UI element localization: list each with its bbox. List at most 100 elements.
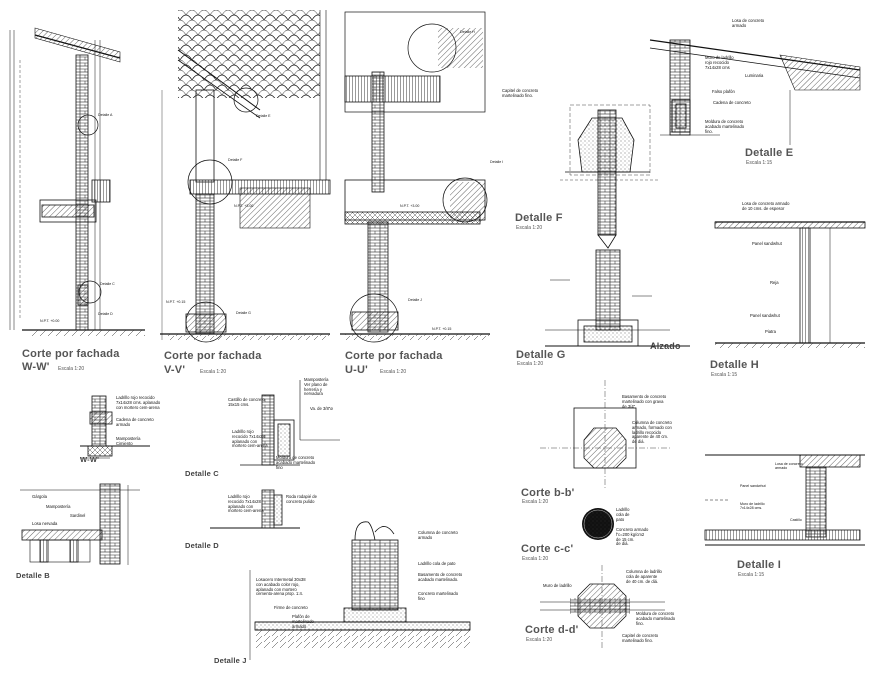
- detalle-a-drawing: [80, 395, 150, 459]
- title-detalle-b: Detalle B: [16, 571, 50, 580]
- label-alzado: Alzado: [650, 341, 681, 351]
- title-corte-ww: Corte por fachada: [22, 348, 120, 360]
- note-a2: Cadena de concreto armado: [116, 417, 154, 427]
- note-b4: Losa nervada: [32, 521, 58, 526]
- detalle-j-drawing: [249, 521, 471, 660]
- note-w1: Detalle A: [98, 113, 113, 117]
- corte-dd-drawing: [540, 565, 665, 650]
- note-i4: Castillo: [790, 518, 802, 522]
- note-v1: Detalle E: [256, 114, 271, 118]
- scale-detalle-h: Escala 1:15: [711, 372, 738, 378]
- scale-detalle-i: Escala 1:15: [738, 572, 765, 578]
- note-v2: Detalle F: [228, 158, 243, 162]
- note-h2: Panel sandwhut: [752, 241, 782, 246]
- note-bb2: Columna de concreto armado, formado con …: [632, 420, 672, 445]
- note-i2: Panel sandwhut: [740, 484, 766, 488]
- note-c3: Mampostería Ver plano de herrería y nerv…: [304, 377, 329, 397]
- note-j3: Basamento de concreto acabado martelinad…: [418, 572, 463, 582]
- note-h1: Losa de concreto armado de 10 cms. de es…: [742, 201, 790, 211]
- note-e1: Losa de concreto armado: [732, 18, 765, 28]
- note-h4: Panel sandwhut: [750, 313, 780, 318]
- note-e3: Luminaria: [745, 73, 764, 78]
- note-dd4: Capitel de concreto martelinado fino.: [622, 633, 659, 643]
- note-w4: N.P.T. +0.00: [40, 319, 60, 323]
- note-w2: Detalle C: [100, 282, 115, 286]
- title-detalle-a: W-W': [80, 455, 100, 464]
- note-j2: Ladrillo cola de pato: [418, 561, 456, 566]
- note-u5: N.P.T. +0.15: [432, 327, 452, 331]
- title-detalle-h: Detalle H: [710, 359, 759, 371]
- detalle-h-drawing: [714, 221, 866, 348]
- note-v5: Detalle G: [236, 311, 251, 315]
- note-j5: Losacero Intermetal 30x38 con acabado co…: [256, 577, 306, 597]
- note-u1: Detalle H: [460, 30, 475, 34]
- note-v4: N.P.T. +0.15: [166, 300, 186, 304]
- scale-detalle-e: Escala 1:15: [746, 160, 773, 166]
- note-i3: Muro de ladrillo 7x14x28 cms.: [740, 502, 765, 511]
- note-e2: Muro de ladrillo rojo recocido 7x14x28 c…: [705, 55, 734, 70]
- title-corte-cc: Corte c-c': [521, 543, 574, 555]
- title-corte-uu: Corte por fachada: [345, 350, 443, 362]
- note-bb1: Basamento de concreto martelinado con gr…: [622, 394, 667, 409]
- title-corte-bb: Corte b-b': [521, 487, 575, 499]
- sub-corte-ww: W-W': [22, 361, 50, 373]
- note-j7: Plafón de martelinado armado: [292, 614, 314, 629]
- corte-uu-drawing: [340, 11, 490, 343]
- detalle-e-drawing: [649, 39, 861, 145]
- title-detalle-i: Detalle I: [737, 559, 781, 571]
- note-dd3: Moldura de concreto acabado martelinado …: [636, 611, 676, 626]
- detalle-i-drawing: [704, 454, 865, 546]
- title-corte-dd: Corte d-d': [525, 624, 579, 636]
- detalle-g-drawing: [545, 249, 690, 347]
- corte-cc-drawing: [582, 508, 614, 540]
- note-e5: Cadena de concreto: [713, 100, 751, 105]
- corte-vv-drawing: [160, 10, 331, 343]
- note-c1: Castillo de concreto 15x15 cms.: [228, 397, 265, 407]
- note-e6: Moldura de concreto acabado martelinado …: [705, 119, 745, 134]
- note-c2: Ladrillo rojo recocido 7x14x28 aplanado …: [232, 429, 268, 449]
- note-e4: Falso plafón: [712, 89, 735, 94]
- note-j1: Columna de concreto armado: [418, 530, 458, 540]
- sub-corte-vv: V-V': [164, 364, 186, 376]
- scale-corte-vv: Escala 1:20: [200, 369, 227, 375]
- note-v3: N.P.T. +3.00: [234, 204, 254, 208]
- corte-bb-drawing: [540, 380, 670, 490]
- note-i1: Losa de concreto armado: [775, 462, 803, 471]
- note-h3: Reja: [770, 280, 779, 285]
- title-detalle-f: Detalle F: [515, 212, 563, 224]
- note-h5: Piatra: [765, 329, 776, 334]
- note-u4: N.P.T. +3.00: [400, 204, 420, 208]
- note-a1: Ladrillo rojo recocido 7x14x28 cms. apla…: [116, 395, 161, 410]
- scale-corte-cc: Escala 1:20: [522, 556, 549, 562]
- detalle-c-drawing: [240, 380, 340, 466]
- title-detalle-j: Detalle J: [214, 656, 247, 665]
- note-b2: Mampostería: [46, 504, 71, 509]
- scale-corte-ww: Escala 1:20: [58, 366, 85, 372]
- sub-corte-uu: U-U': [345, 364, 368, 376]
- note-j6: Firme de concreto: [274, 605, 308, 610]
- note-w3: Detalle D: [98, 312, 113, 316]
- note-dd2: Columna de ladrillo cola de aparente de …: [626, 569, 662, 584]
- title-detalle-c: Detalle C: [185, 469, 219, 478]
- title-corte-vv: Corte por fachada: [164, 350, 262, 362]
- note-b1: Gárgola: [32, 494, 47, 499]
- detalle-f-drawing: [560, 104, 660, 249]
- title-detalle-g: Detalle G: [516, 349, 566, 361]
- title-detalle-d: Detalle D: [185, 541, 219, 550]
- note-c4: Va. de 3/8"ø: [310, 406, 333, 411]
- detalle-b-drawing: [20, 483, 140, 565]
- note-u3: Detalle J: [408, 298, 422, 302]
- scale-detalle-g: Escala 1:20: [517, 361, 544, 367]
- scale-corte-bb: Escala 1:20: [522, 499, 549, 505]
- note-dd1: Muro de ladrillo: [543, 583, 572, 588]
- note-cc2: Concreto armado f'c=200 kg/cm2 de 15 cm.…: [616, 527, 649, 547]
- note-f1: Capitel de concreto martelinado fino.: [502, 88, 539, 98]
- note-c5: Moldura de concreto acabado martelinado …: [276, 455, 316, 470]
- title-detalle-e: Detalle E: [745, 147, 794, 159]
- scale-detalle-f: Escala 1:20: [516, 225, 543, 231]
- scale-corte-uu: Escala 1:20: [380, 369, 407, 375]
- note-d1: Ladrillo rojo recocido 7x14x28 aplanado …: [228, 494, 264, 514]
- note-u2: Detalle I: [490, 160, 504, 164]
